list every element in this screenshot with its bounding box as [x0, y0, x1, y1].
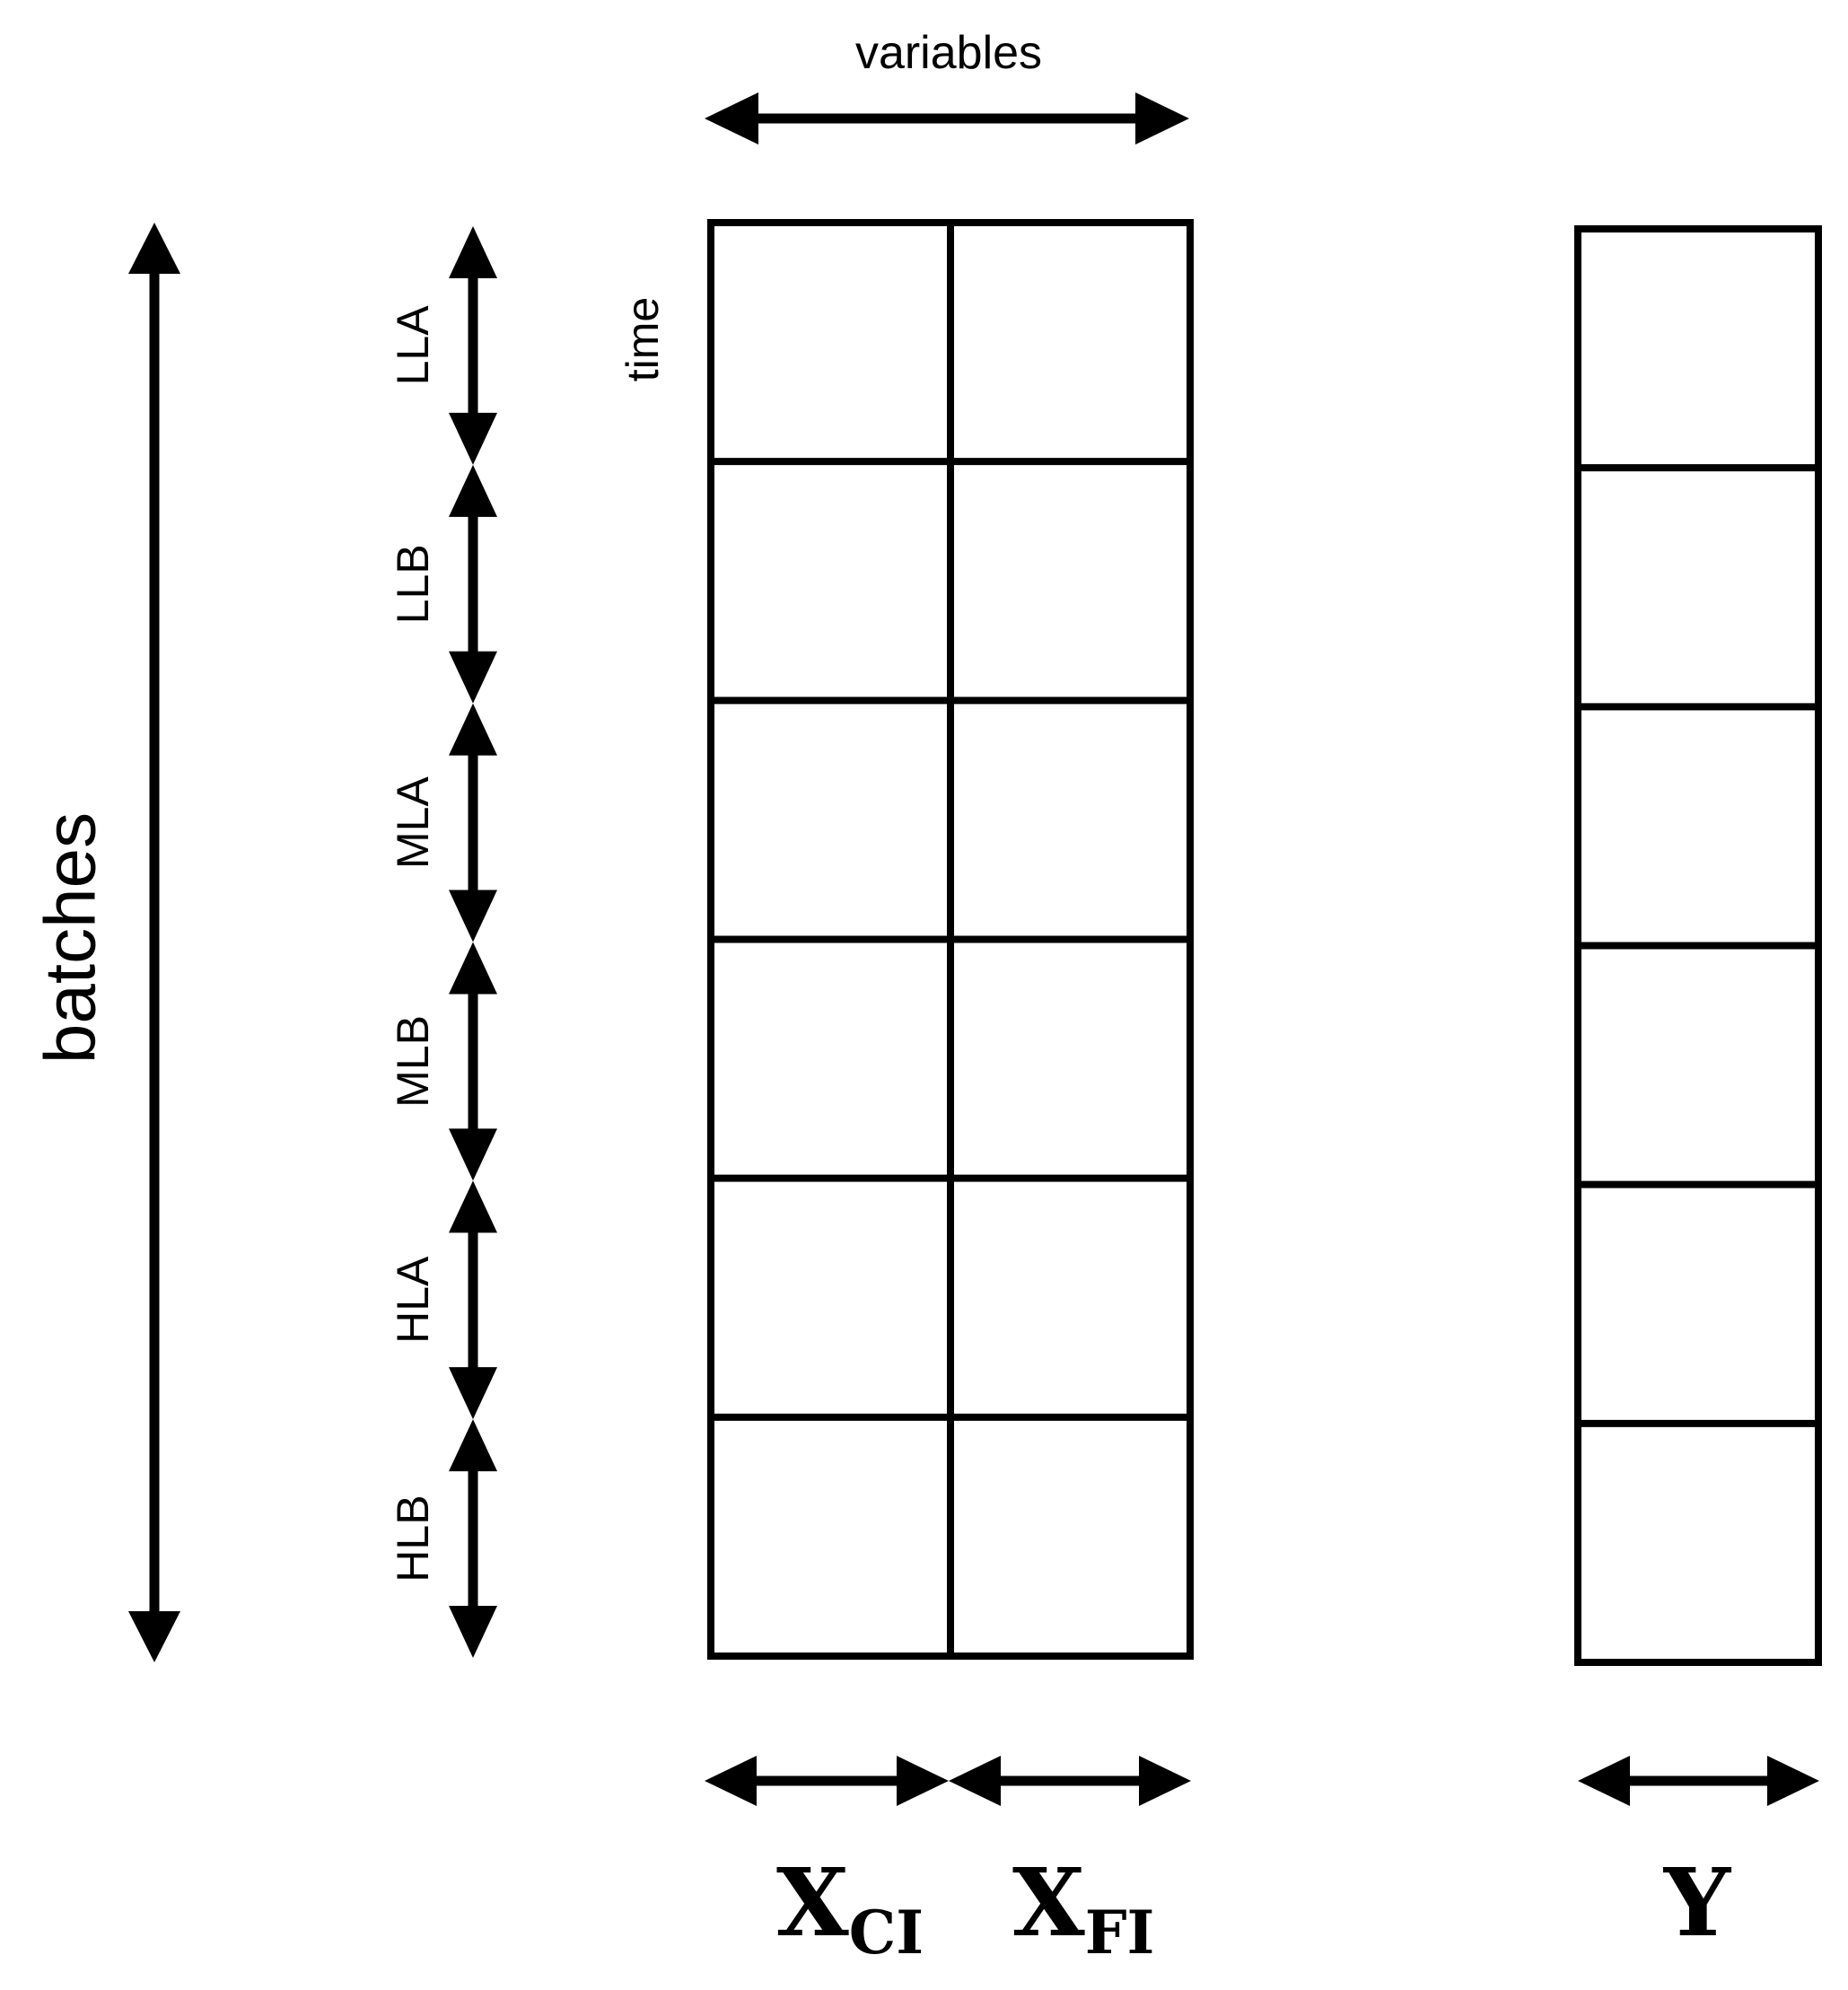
x-ci-subscript: CI — [849, 1898, 924, 1968]
x-matrix-grid-lines — [711, 223, 1190, 1656]
segment-arrow-head-down — [449, 1367, 497, 1420]
segment-arrow-mla — [449, 703, 497, 942]
batch-segment-labels: LLA LLB MLA MLB HLA HLB — [388, 305, 438, 1582]
batches-label: batches — [31, 812, 110, 1064]
segment-arrow-mlb — [449, 942, 497, 1181]
segment-label-hla: HLA — [388, 1256, 438, 1344]
y-matrix — [1574, 225, 1822, 1666]
time-label: time — [617, 297, 668, 381]
x-ci-width-arrow — [705, 1756, 949, 1806]
y-width-arrow — [1578, 1756, 1819, 1806]
y-matrix-grid-lines — [1578, 464, 1818, 1427]
segment-arrow-head-up — [449, 942, 497, 995]
segment-label-mlb: MLB — [388, 1015, 438, 1108]
segment-label-hlb: HLB — [388, 1495, 438, 1582]
variables-arrow — [705, 92, 1189, 145]
x-fi-base: X — [1012, 1847, 1085, 1958]
segment-arrow-lla — [449, 226, 497, 465]
segment-arrow-head-up — [449, 226, 497, 278]
segment-arrow-head-down — [449, 412, 497, 465]
segment-arrow-head-up — [449, 1180, 497, 1233]
segment-arrow-hla — [449, 1180, 497, 1420]
segment-arrow-llb — [449, 464, 497, 704]
segment-arrow-head-down — [449, 890, 497, 942]
x-fi-label: XFI — [1012, 1847, 1154, 1968]
variables-label: variables — [855, 27, 1042, 79]
x-ci-label: XCI — [776, 1847, 924, 1968]
segment-arrow-head-down — [449, 651, 497, 704]
segment-arrow-head-up — [449, 1419, 497, 1472]
y-label: Y — [1663, 1847, 1732, 1958]
x-fi-subscript: FI — [1085, 1898, 1155, 1968]
batches-arrow — [128, 223, 180, 1662]
batch-segment-arrows — [449, 226, 497, 1658]
segment-label-lla: LLA — [388, 305, 438, 386]
segment-arrow-head-down — [449, 1606, 497, 1658]
segment-arrow-head-up — [449, 464, 497, 517]
segment-label-mla: MLA — [388, 776, 438, 869]
segment-arrow-head-down — [449, 1128, 497, 1181]
segment-label-llb: LLB — [388, 544, 438, 624]
x-ci-base: X — [776, 1847, 849, 1958]
x-matrix — [707, 219, 1194, 1660]
x-fi-width-arrow — [949, 1756, 1191, 1806]
segment-arrow-head-up — [449, 703, 497, 756]
segment-arrow-hlb — [449, 1419, 497, 1658]
